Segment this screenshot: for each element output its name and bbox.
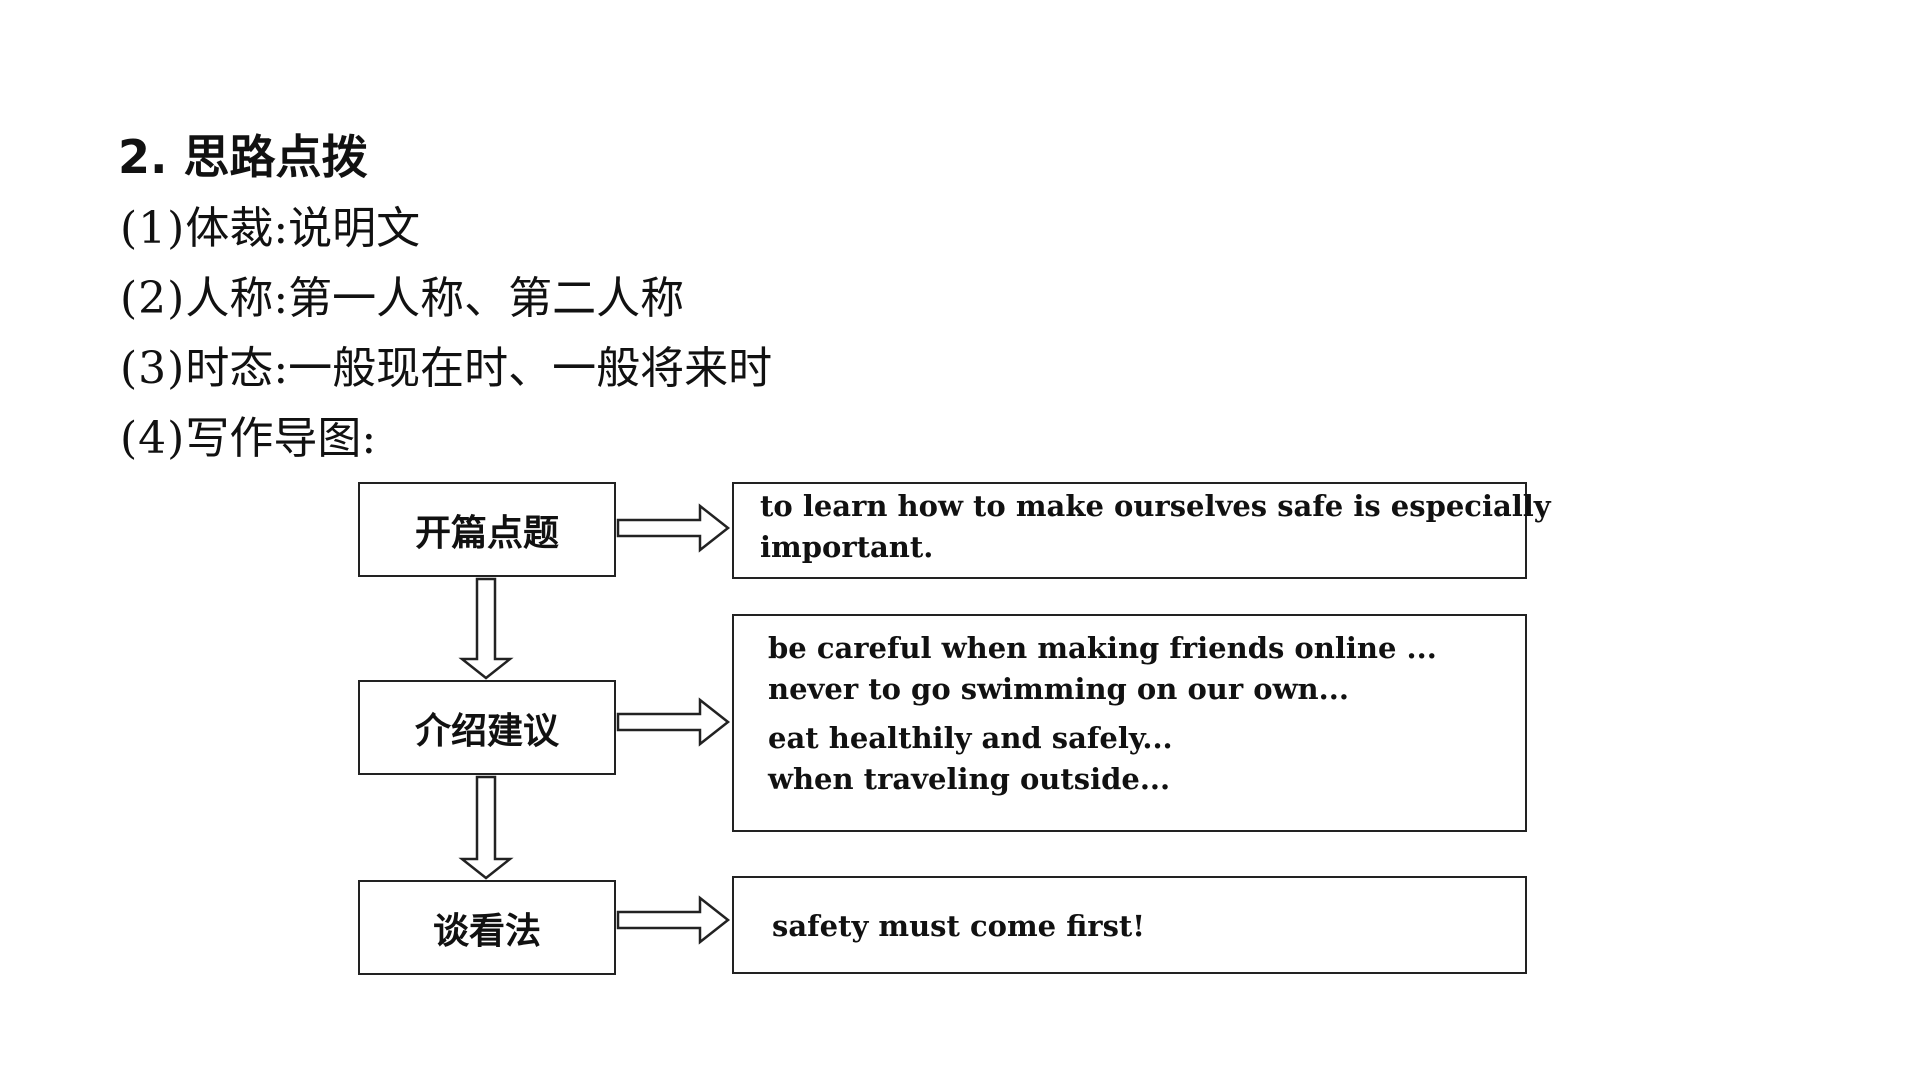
item-label: 体裁: — [185, 203, 289, 254]
right-arrow-step-3 — [616, 895, 731, 945]
item-value: 一般现在时、一般将来时 — [288, 343, 773, 394]
content-line: important. — [760, 530, 934, 564]
step-label-box-3: 谈看法 — [358, 880, 616, 975]
step-content-box-1: to learn how to make ourselves safe is e… — [732, 482, 1551, 579]
step-label: 开篇点题 — [414, 512, 559, 554]
down-arrow-2-3 — [458, 775, 514, 880]
item-genre: (1)体裁:说明文 — [120, 200, 420, 258]
content-line: to learn how to make ourselves safe is e… — [760, 489, 1551, 523]
item-number: (1) — [120, 203, 186, 254]
item-number: (3) — [120, 343, 186, 394]
item-writing-map: (4)写作导图: — [120, 410, 376, 468]
content-line: eat healthily and safely... — [768, 721, 1173, 755]
content-line: never to go swimming on our own... — [768, 672, 1349, 706]
item-value: 第一人称、第二人称 — [288, 273, 685, 324]
item-value: 说明文 — [288, 203, 421, 254]
step-label-box-2: 介绍建议 — [358, 680, 616, 775]
item-label: 写作导图: — [185, 413, 377, 464]
step-content-box-2: be careful when making friends online ..… — [732, 614, 1527, 832]
item-label: 人称: — [185, 273, 289, 324]
step-label-box-1: 开篇点题 — [358, 482, 616, 577]
section-heading: 2. 思路点拨 — [118, 130, 368, 184]
item-number: (4) — [120, 413, 186, 464]
content-line: be careful when making friends online ..… — [768, 631, 1437, 665]
item-number: (2) — [120, 273, 186, 324]
right-arrow-step-1 — [616, 503, 731, 553]
step-label: 谈看法 — [432, 910, 541, 952]
item-tense: (3)时态:一般现在时、一般将来时 — [120, 340, 772, 398]
item-person: (2)人称:第一人称、第二人称 — [120, 270, 684, 328]
right-arrow-step-2 — [616, 697, 731, 747]
down-arrow-1-2 — [458, 577, 514, 680]
step-content-box-3: safety must come first! — [732, 876, 1527, 974]
step-label: 介绍建议 — [414, 710, 559, 752]
content-line: when traveling outside... — [768, 762, 1171, 796]
item-label: 时态: — [185, 343, 289, 394]
content-line: safety must come first! — [772, 909, 1146, 943]
